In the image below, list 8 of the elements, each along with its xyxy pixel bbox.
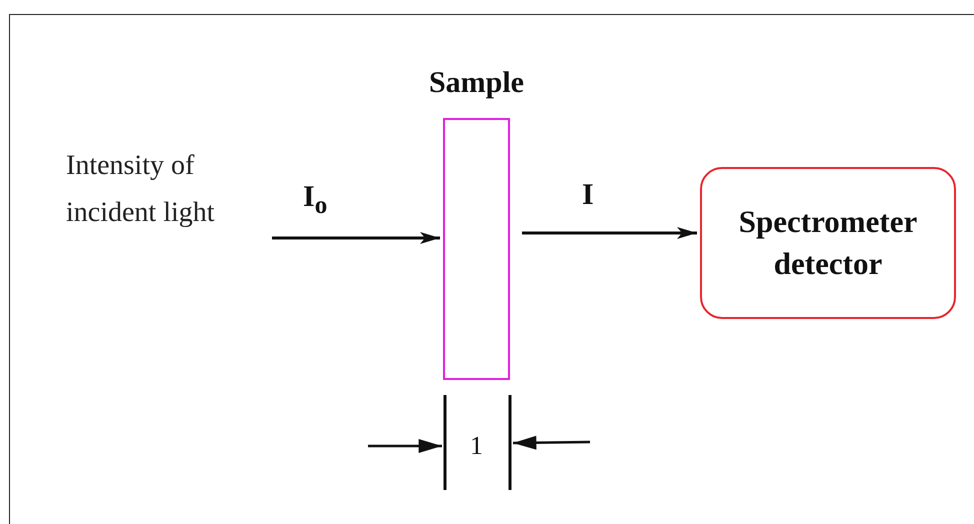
text-label: Intensity of incident light (66, 142, 272, 250)
dimension-label: 1 (470, 431, 483, 461)
arrow (522, 227, 697, 239)
edge-label: I$_{o}$ (303, 180, 328, 220)
edge-label: I (582, 178, 594, 212)
detector-box: Spectrometer detector (700, 167, 956, 319)
sample-heading: Sample (429, 66, 524, 100)
arrow (272, 232, 440, 244)
